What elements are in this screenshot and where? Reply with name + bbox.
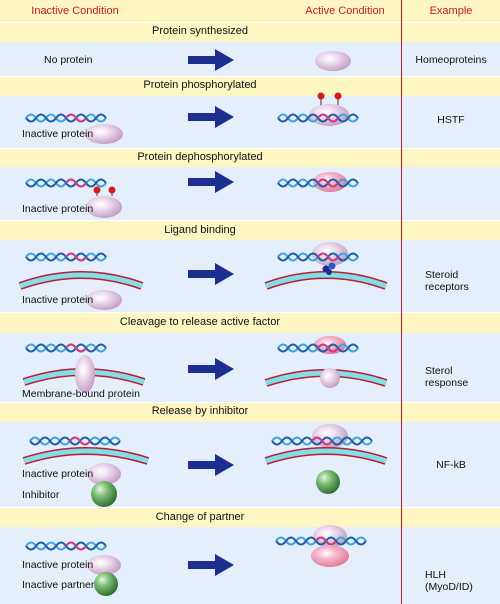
dna-helix bbox=[25, 541, 107, 551]
membrane bbox=[264, 271, 388, 290]
arrow-icon bbox=[188, 358, 234, 380]
label-inactive-protein: Inactive protein bbox=[22, 128, 94, 140]
dna-helix bbox=[25, 343, 107, 353]
row-title-cleavage: Cleavage to release active factor bbox=[119, 316, 281, 328]
protein bbox=[86, 290, 122, 310]
inhibitor bbox=[316, 470, 340, 494]
example-homeoproteins: Homeoproteins bbox=[415, 54, 487, 66]
inhibitor bbox=[91, 481, 117, 507]
row-title-band bbox=[0, 403, 500, 422]
example-nf-kb: NF-kB bbox=[436, 459, 466, 471]
dna-helix bbox=[29, 436, 121, 446]
dna-helix bbox=[277, 113, 359, 123]
dna-helix bbox=[25, 252, 107, 262]
label-inactive-protein: Inactive protein bbox=[22, 294, 94, 306]
label-inhibitor: Inhibitor bbox=[22, 489, 60, 501]
dna-helix bbox=[25, 113, 107, 123]
example-steroid-receptors: Steroid receptors bbox=[425, 269, 469, 293]
dna-helix bbox=[277, 343, 359, 353]
membrane bbox=[18, 271, 144, 290]
dna-helix bbox=[275, 536, 367, 546]
column-divider bbox=[401, 0, 402, 604]
protein bbox=[315, 51, 351, 71]
label-inactive-partner: Inactive partner bbox=[22, 579, 95, 591]
row-title-change-of-partner: Change of partner bbox=[155, 511, 245, 523]
arrow-icon bbox=[188, 49, 234, 71]
row-title-band bbox=[0, 149, 500, 167]
header-example: Example bbox=[429, 5, 473, 17]
header-inactive: Inactive Condition bbox=[31, 5, 119, 17]
row-separator bbox=[0, 22, 500, 23]
phosphate-group bbox=[93, 186, 116, 196]
label-inactive-protein: Inactive protein bbox=[22, 468, 94, 480]
membrane bbox=[264, 447, 388, 465]
row-separator bbox=[0, 312, 500, 313]
partner-protein bbox=[311, 545, 349, 567]
row-separator bbox=[0, 148, 500, 149]
dna-helix bbox=[277, 252, 359, 262]
row-separator bbox=[0, 220, 500, 221]
protein bbox=[86, 196, 122, 218]
row-title-band bbox=[0, 313, 500, 333]
row-title-band bbox=[0, 77, 500, 96]
row-title-band bbox=[0, 221, 500, 240]
dna-helix bbox=[277, 178, 359, 188]
row-title-release-by-inhibitor: Release by inhibitor bbox=[151, 405, 249, 417]
protein bbox=[87, 555, 121, 575]
protein bbox=[320, 368, 340, 388]
protein bbox=[313, 525, 347, 547]
ligand-icon bbox=[322, 262, 336, 275]
label-no-protein: No protein bbox=[44, 54, 93, 66]
protein bbox=[75, 355, 95, 393]
row-title-protein-synthesized: Protein synthesized bbox=[152, 25, 248, 37]
arrow-icon bbox=[188, 106, 234, 128]
arrow-icon bbox=[188, 171, 234, 193]
row-separator bbox=[0, 507, 500, 508]
example-hstf: HSTF bbox=[437, 114, 465, 126]
row-title-protein-dephosphorylated: Protein dephosphorylated bbox=[137, 151, 263, 163]
label-inactive-protein: Inactive protein bbox=[22, 203, 94, 215]
example-sterol-response: Sterol response bbox=[425, 365, 469, 389]
arrow-icon bbox=[188, 554, 234, 576]
example-hlh: HLH (MyoD/ID) bbox=[425, 569, 473, 593]
membrane bbox=[22, 447, 150, 465]
protein bbox=[87, 463, 121, 485]
dna-helix bbox=[271, 436, 373, 446]
row-title-protein-phosphorylated: Protein phosphorylated bbox=[143, 79, 257, 91]
row-separator bbox=[0, 76, 500, 77]
row-title-band bbox=[0, 508, 500, 527]
row-title-ligand-binding: Ligand binding bbox=[164, 224, 236, 236]
protein bbox=[85, 124, 123, 144]
inactive-partner bbox=[94, 572, 118, 596]
arrow-icon bbox=[188, 263, 234, 285]
label-inactive-protein: Inactive protein bbox=[22, 559, 94, 571]
header-active: Active Condition bbox=[305, 5, 385, 17]
header-band bbox=[0, 0, 500, 22]
row-separator bbox=[0, 402, 500, 403]
row-title-band bbox=[0, 22, 500, 42]
label-membrane-bound-protein: Membrane-bound protein bbox=[22, 388, 140, 400]
dna-helix bbox=[25, 178, 107, 188]
arrow-icon bbox=[188, 454, 234, 476]
phosphate-group bbox=[317, 92, 342, 105]
